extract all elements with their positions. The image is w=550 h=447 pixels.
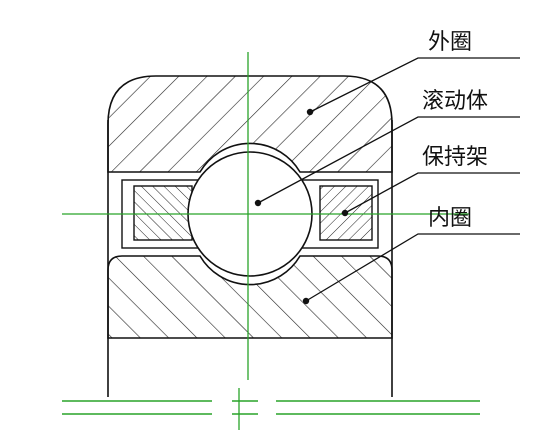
leader-inner-ring — [305, 233, 520, 302]
leader-lines — [257, 57, 520, 302]
centerlines — [62, 52, 470, 430]
label-cage: 保持架 — [422, 145, 488, 170]
inner-ring — [107, 255, 393, 339]
leader-rolling-element — [257, 116, 520, 204]
leader-dots — [254, 108, 349, 305]
cage-left — [133, 185, 193, 241]
label-inner-ring: 内圈 — [428, 206, 472, 231]
label-rolling-element: 滚动体 — [422, 89, 488, 114]
label-outer-ring: 外圈 — [428, 30, 472, 55]
outer-ring — [107, 75, 393, 173]
leader-cage — [344, 172, 520, 214]
bottom-axis-lines — [62, 400, 480, 415]
leader-outer-ring — [309, 57, 520, 113]
